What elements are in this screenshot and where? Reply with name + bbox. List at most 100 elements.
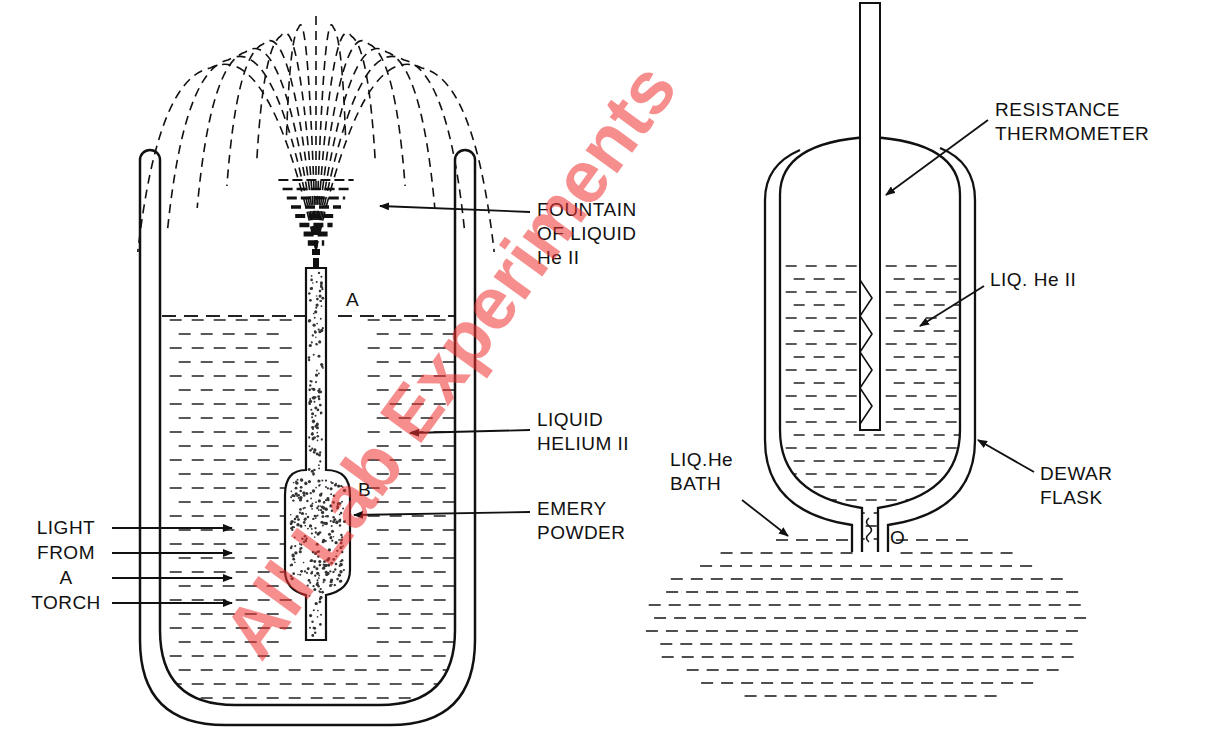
liquid-dash — [926, 473, 937, 475]
liquid-dash — [786, 265, 797, 267]
bath-dash — [914, 617, 926, 619]
liquid-dash — [894, 434, 905, 436]
liquid-dash — [412, 487, 424, 489]
bath-dash — [920, 565, 932, 567]
liquid-dash — [223, 333, 235, 335]
liquid-dash — [368, 347, 380, 349]
liquid-dash — [192, 319, 204, 321]
bath-dash — [1074, 617, 1086, 619]
bath-dash — [880, 565, 892, 567]
point-label: A — [346, 288, 376, 312]
bath-dash — [985, 695, 997, 697]
liquid-dash — [421, 557, 433, 559]
liquid-dash — [806, 473, 817, 475]
liquid-dash — [794, 382, 805, 384]
bath-dash — [1066, 630, 1078, 632]
bath-dash — [782, 656, 794, 658]
powder-grain — [308, 319, 311, 322]
bath-dash — [947, 669, 959, 671]
liquid-dash — [814, 460, 825, 462]
bath-dash — [709, 604, 721, 606]
liquid-dash — [192, 403, 204, 405]
bath-dash — [721, 552, 733, 554]
powder-grain — [314, 407, 317, 410]
liquid-dash — [170, 627, 182, 629]
liquid-dash — [806, 317, 817, 319]
liquid-surface — [162, 315, 176, 317]
liquid-dash — [223, 529, 235, 531]
liquid-dash — [826, 343, 837, 345]
bath-dash — [982, 656, 994, 658]
liquid-dash — [346, 683, 358, 685]
liquid-surface — [382, 315, 396, 317]
liquid-dash — [906, 369, 917, 371]
liquid-dash — [302, 683, 314, 685]
liquid-dash — [377, 669, 389, 671]
liquid-dash — [826, 447, 837, 449]
bath-dash — [1026, 591, 1038, 593]
liquid-dash — [377, 641, 389, 643]
jet-spray — [316, 56, 465, 250]
liquid-dash — [794, 512, 805, 514]
liquid-dash — [814, 434, 825, 436]
bath-dash — [745, 695, 757, 697]
powder-grain — [317, 616, 319, 618]
bath-dash — [806, 591, 818, 593]
bath-dash — [941, 682, 953, 684]
liquid-dash — [874, 460, 885, 462]
bath-dash — [761, 552, 773, 554]
bath-dash — [816, 539, 828, 541]
liquid-dash — [934, 304, 945, 306]
liquid-dash — [434, 627, 446, 629]
bath-dash — [961, 552, 973, 554]
liquid-dash — [179, 529, 191, 531]
bath-dash — [960, 643, 972, 645]
powder-grain — [315, 303, 318, 306]
bath-dash — [794, 617, 806, 619]
bath-dash — [882, 656, 894, 658]
liquid-dash — [854, 460, 865, 462]
liquid-dash — [826, 421, 837, 423]
liquid-dash — [236, 515, 248, 517]
liquid-dash — [201, 501, 213, 503]
liquid-dash — [846, 447, 857, 449]
liquid-dash — [267, 445, 279, 447]
liquid-dash — [926, 499, 937, 501]
powder-grain — [320, 285, 322, 287]
powder-grain — [314, 330, 316, 332]
bath-dash — [894, 617, 906, 619]
bath-dash — [754, 617, 766, 619]
bath-dash — [726, 630, 738, 632]
liquid-dash — [245, 473, 257, 475]
liquid-dash — [443, 613, 455, 615]
bath-dash — [807, 669, 819, 671]
powder-grain — [309, 344, 312, 347]
powder-grain — [312, 420, 315, 423]
bath-dash — [1031, 578, 1043, 580]
liquid-dash — [399, 585, 411, 587]
liquid-dash — [874, 434, 885, 436]
liquid-dash — [201, 585, 213, 587]
resistance-thermometer — [860, 3, 880, 430]
liquid-dash — [806, 525, 817, 527]
bath-dash — [1006, 591, 1018, 593]
liquid-dash — [946, 265, 957, 267]
liquid-dash — [786, 317, 797, 319]
powder-grain — [315, 336, 317, 338]
powder-grain — [315, 307, 317, 309]
liquid-dash — [834, 330, 845, 332]
liquid-dash — [201, 361, 213, 363]
bath-dash — [962, 656, 974, 658]
bath-dash — [1049, 604, 1061, 606]
bath-dash — [1066, 591, 1078, 593]
powder-grain — [316, 281, 318, 283]
liquid-dash — [934, 356, 945, 358]
bath-dash — [714, 617, 726, 619]
liquid-dash — [834, 460, 845, 462]
bath-dash — [969, 604, 981, 606]
liquid-dash — [886, 473, 897, 475]
liquid-dash — [170, 655, 182, 657]
liquid-dash — [443, 697, 455, 699]
liquid-dash — [846, 291, 857, 293]
bath-dash — [926, 591, 938, 593]
